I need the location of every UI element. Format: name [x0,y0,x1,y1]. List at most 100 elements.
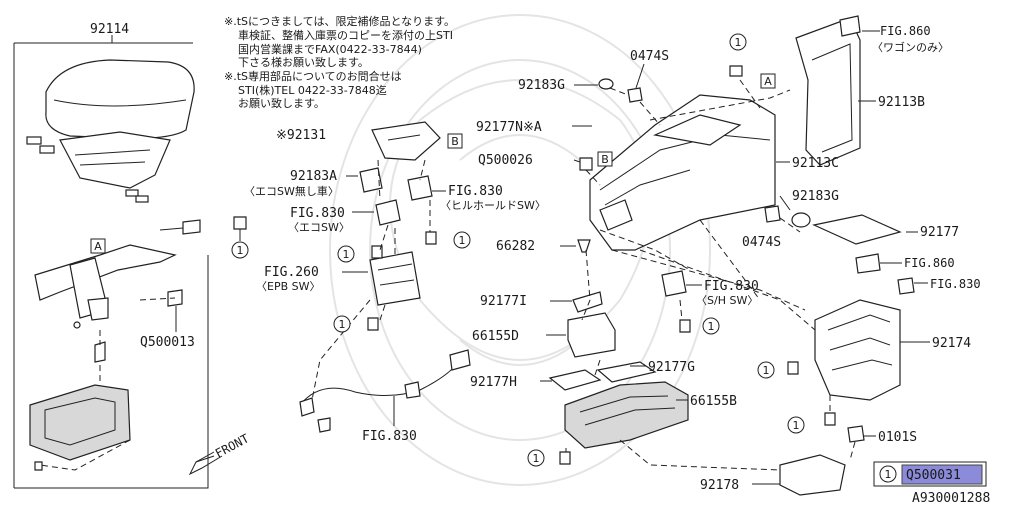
armrest-screw[interactable] [159,219,201,235]
harness-fig830[interactable] [299,349,471,433]
label-92183a: 92183A [290,169,337,184]
armrest-group-bracket [13,35,209,489]
circle-marker-3: 1 [337,245,355,263]
label-sh-sw: 〈S/H SW〉 [696,294,758,307]
bracket-92178[interactable] [779,454,846,496]
screw-hill[interactable] [425,231,437,245]
hill-hold-switch[interactable] [407,175,433,201]
label-92183g-left: 92183G [518,78,565,93]
legend-part-number[interactable]: Q500031 [906,468,961,483]
label-66155b: 66155B [690,394,737,409]
label-92177n: 92177N※A [476,120,542,135]
circle-marker-2-text: 1 [237,244,244,257]
circle-marker-1: 1 [729,33,747,51]
legend-highlight[interactable] [901,464,983,485]
note-line-2: 車検証、整備入庫票のコピーを添付の上STI [238,28,453,42]
armrest-base-tray[interactable] [29,341,131,471]
mat-92177g[interactable] [596,361,657,383]
screw-right-of-armrest[interactable] [233,216,247,241]
label-92177i: 92177I [480,294,527,309]
circle-marker-6-text: 1 [708,320,715,333]
label-q500013: Q500013 [140,335,195,350]
screw-sh[interactable] [679,319,691,333]
screw-eco-left[interactable] [371,245,383,259]
leader-lines [342,30,930,485]
clip-fig860-right[interactable] [855,253,881,274]
mat-92177h[interactable] [548,369,602,391]
circle-marker-9: 1 [527,449,545,467]
circle-marker-6: 1 [702,317,720,335]
sheet-92177[interactable] [812,214,902,245]
eco-switch[interactable] [375,199,401,226]
tray-66155b[interactable] [564,381,689,449]
cup-holder-66155d[interactable] [567,312,616,358]
ref-box-a-right-text: A [764,75,772,88]
clip-92183g-left[interactable] [598,78,614,90]
q500013-screw[interactable] [167,289,183,332]
eco-sw-absent-cover[interactable] [359,167,383,193]
clip-66282[interactable] [577,239,591,253]
armrest-hinge[interactable] [34,244,177,329]
circle-marker-5: 1 [333,315,351,333]
label-0101s: 0101S [878,430,917,445]
circle-marker-3-text: 1 [343,248,350,261]
note-line-7: お願い致します。 [238,96,325,110]
note-line-3: 国内営業課までFAX(0422-33-7844) [238,42,422,56]
label-92131: ※92131 [276,128,326,143]
assembly-lines [39,79,856,471]
screw-66155b[interactable] [559,451,571,465]
circle-marker-5-text: 1 [339,318,346,331]
bolt-0474s-mid[interactable] [764,205,781,223]
label-wagon-only: 〈ワゴンのみ〉 [872,40,949,54]
bolt-0474s-top[interactable] [627,87,643,103]
label-fig830-right: FIG.830 [930,277,981,291]
label-66282: 66282 [496,239,535,254]
ref-box-b-mid-text: B [601,153,609,166]
screw-top-right[interactable] [729,65,743,77]
screw-92174-bottom[interactable] [824,412,836,426]
label-fig830-eco: FIG.830 [290,206,345,221]
note-line-6: STI(株)TEL 0422-33-7848迄 [238,83,387,97]
label-fig830-sh: FIG.830 [704,279,759,294]
front-label: FRONT [213,431,251,460]
label-92177g: 92177G [648,360,695,375]
epb-switch[interactable] [369,251,421,306]
note-line-1: ※.tSにつきましては、限定補修品となります。 [224,14,455,28]
switch-panel-92131[interactable] [371,121,441,161]
label-hill-hold-sw: 〈ヒルホールドSW〉 [440,199,546,212]
watermark-emblem [329,14,711,486]
clip-92183g-right[interactable] [791,212,811,228]
label-fig860-right: FIG.860 [904,256,955,270]
label-fig860-top: FIG.860 [880,24,931,38]
circle-marker-8: 1 [787,416,805,434]
side-panel-92113b[interactable] [795,15,861,166]
label-92113b: 92113B [878,95,925,110]
circle-marker-9-text: 1 [533,452,540,465]
label-eco-sw: 〈エコSW〉 [288,221,350,234]
q500026-screw[interactable] [579,157,593,171]
label-fig830-harness: FIG.830 [362,429,417,444]
note-line-4: 下さる様お願い致します。 [238,55,369,69]
label-epb-sw: 〈EPB SW〉 [256,280,321,293]
legend-box: 1 Q500031 [873,461,987,487]
circle-marker-7-text: 1 [763,364,770,377]
screw-epb[interactable] [367,317,379,331]
circle-marker-1-text: 1 [735,36,742,49]
screw-92174-left[interactable] [787,361,799,375]
ref-box-b-top-text: B [451,135,459,148]
bolt-0101s[interactable] [847,425,865,443]
front-arrow-icon: FRONT [188,431,251,476]
sh-switch[interactable] [661,270,687,297]
center-console-92113c[interactable] [589,94,776,251]
label-92178: 92178 [700,478,739,493]
notes-block: ※.tSにつきましては、限定補修品となります。 車検証、整備入庫票のコピーを添付… [224,14,455,110]
clip-fig830-right[interactable] [897,277,915,295]
label-92113c: 92113C [792,156,839,171]
bracket-92174[interactable] [814,299,901,401]
label-eco-sw-none: 〈エコSW無し車〉 [244,184,339,198]
mat-92177i[interactable] [572,291,603,313]
armrest-lid[interactable] [26,59,195,203]
legend-circle-text: 1 [885,468,892,481]
label-92114: 92114 [90,22,129,37]
